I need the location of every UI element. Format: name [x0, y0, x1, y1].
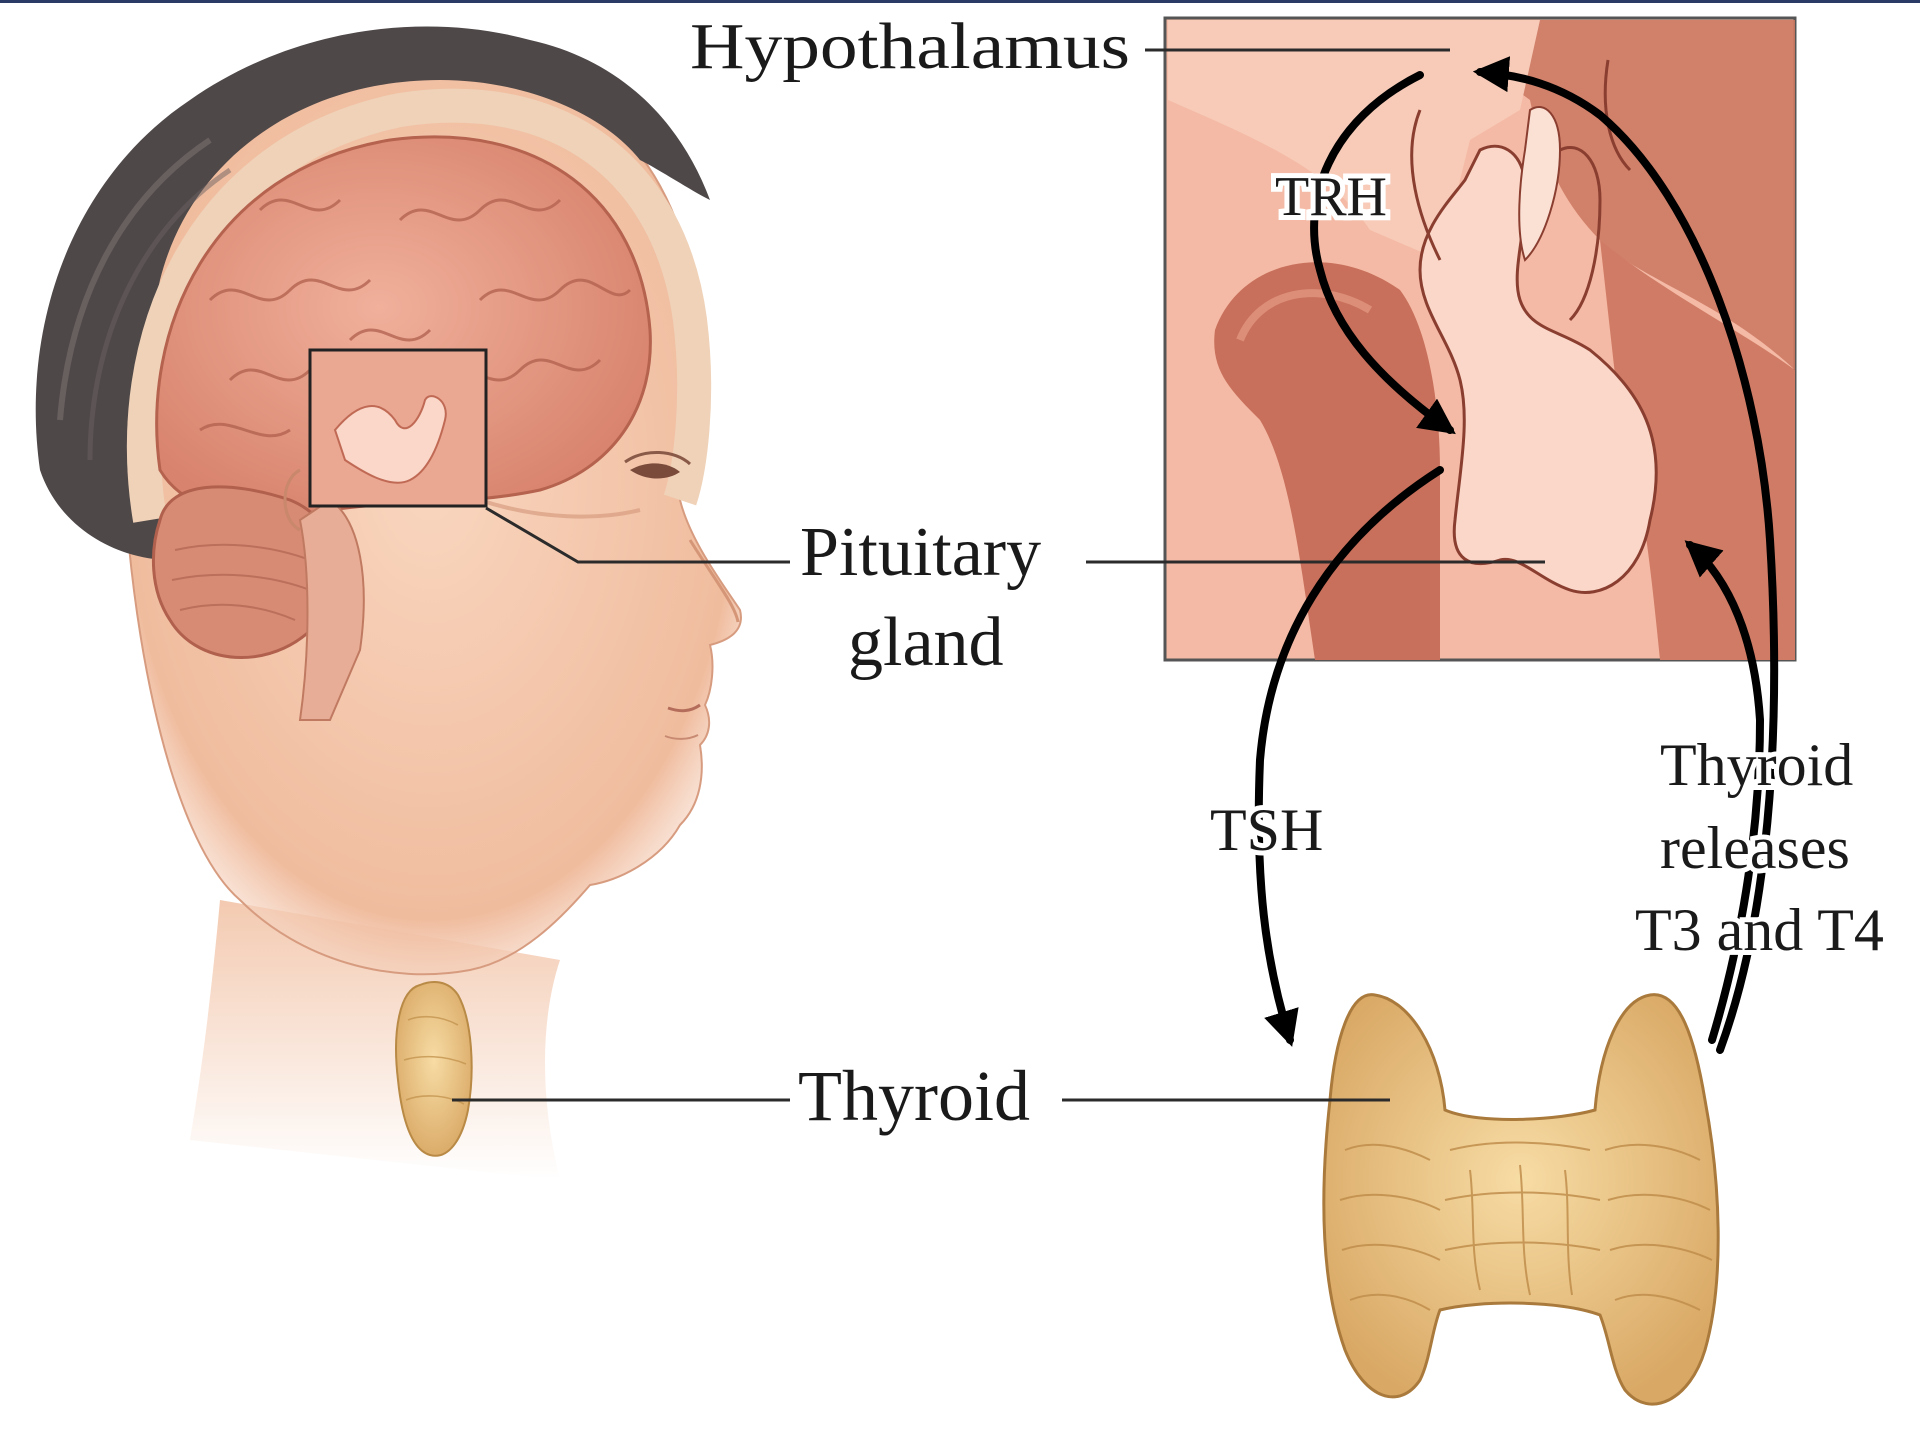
- pituitary-label-line2: gland: [848, 604, 1004, 681]
- thyroid-release-line1: Thyroid: [1660, 732, 1853, 798]
- head-illustration: [36, 27, 741, 1181]
- tsh-label: TSH: [1210, 797, 1323, 863]
- pituitary-label-line1: Pituitary: [800, 514, 1041, 591]
- neck-thyroid: [396, 982, 472, 1156]
- hypothalamus-label: Hypothalamus: [690, 10, 1130, 83]
- thyroid-release-line3: T3 and T4: [1635, 897, 1884, 963]
- hypothalamus-pituitary-inset: [1165, 18, 1795, 660]
- thyroid-release-line2: releases: [1660, 815, 1850, 881]
- trh-label: TRH: [1275, 166, 1387, 228]
- thyroid-label: Thyroid: [798, 1056, 1030, 1136]
- thyroid-gland-detail: [1324, 995, 1718, 1404]
